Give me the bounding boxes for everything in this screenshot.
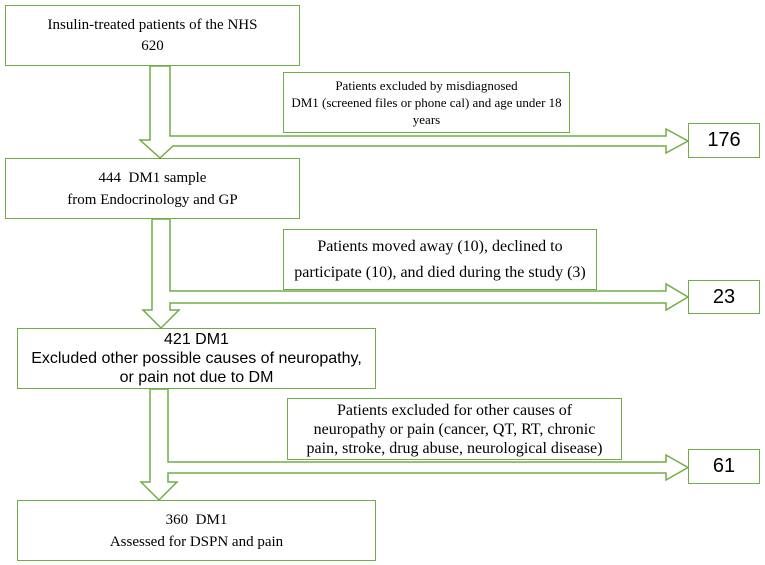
exclusion-reason-box-1: Patients excluded by misdiagnosed DM1 (s… xyxy=(283,72,570,133)
stage-box-dm1-sample: 444 DM1 sample from Endocrinology and GP xyxy=(5,158,300,219)
stage-label: or pain not due to DM xyxy=(119,369,274,386)
excluded-count-box-3: 61 xyxy=(688,449,760,484)
split-arrow-3 xyxy=(139,388,690,502)
stage-label: Excluded other possible causes of neurop… xyxy=(31,350,362,367)
excluded-count: 61 xyxy=(712,455,736,477)
split-arrow-1 xyxy=(138,65,690,160)
exclusion-reason-line: participate (10), and died during the st… xyxy=(294,263,586,281)
excluded-count: 23 xyxy=(712,285,736,308)
excluded-count-box-2: 23 xyxy=(688,280,760,314)
stage-box-nhs-patients: Insulin-treated patients of the NHS 620 xyxy=(5,5,300,66)
exclusion-reason-line: years xyxy=(412,112,441,127)
exclusion-reason-box-2: Patients moved away (10), declined to pa… xyxy=(283,229,597,290)
stage-label: 421 DM1 xyxy=(164,331,229,348)
stage-label: from Endocrinology and GP xyxy=(67,191,238,208)
excluded-count-box-1: 176 xyxy=(688,123,760,158)
exclusion-reason-line: Patients moved away (10), declined to xyxy=(317,237,563,255)
stage-box-dm1-excluded-causes: 421 DM1 Excluded other possible causes o… xyxy=(17,328,376,389)
split-arrow-2 xyxy=(141,218,690,330)
stage-count: 620 xyxy=(141,37,164,54)
exclusion-reason-line: neuropathy or pain (cancer, QT, RT, chro… xyxy=(313,420,596,438)
exclusion-reason-line: Patients excluded by misdiagnosed xyxy=(335,78,518,93)
exclusion-reason-box-3: Patients excluded for other causes of ne… xyxy=(287,398,622,460)
stage-label: Insulin-treated patients of the NHS xyxy=(47,16,258,33)
exclusion-reason-line: Patients excluded for other causes of xyxy=(336,401,573,419)
excluded-count: 176 xyxy=(707,129,741,151)
stage-label: 360 DM1 xyxy=(165,511,228,528)
stage-label: Assessed for DSPN and pain xyxy=(109,533,284,550)
stage-label: 444 DM1 sample xyxy=(98,169,207,186)
exclusion-reason-line: pain, stroke, drug abuse, neurological d… xyxy=(306,439,603,457)
exclusion-reason-line: DM1 (screened files or phone cal) and ag… xyxy=(291,95,562,110)
stage-box-final-assessed: 360 DM1 Assessed for DSPN and pain xyxy=(17,500,376,561)
